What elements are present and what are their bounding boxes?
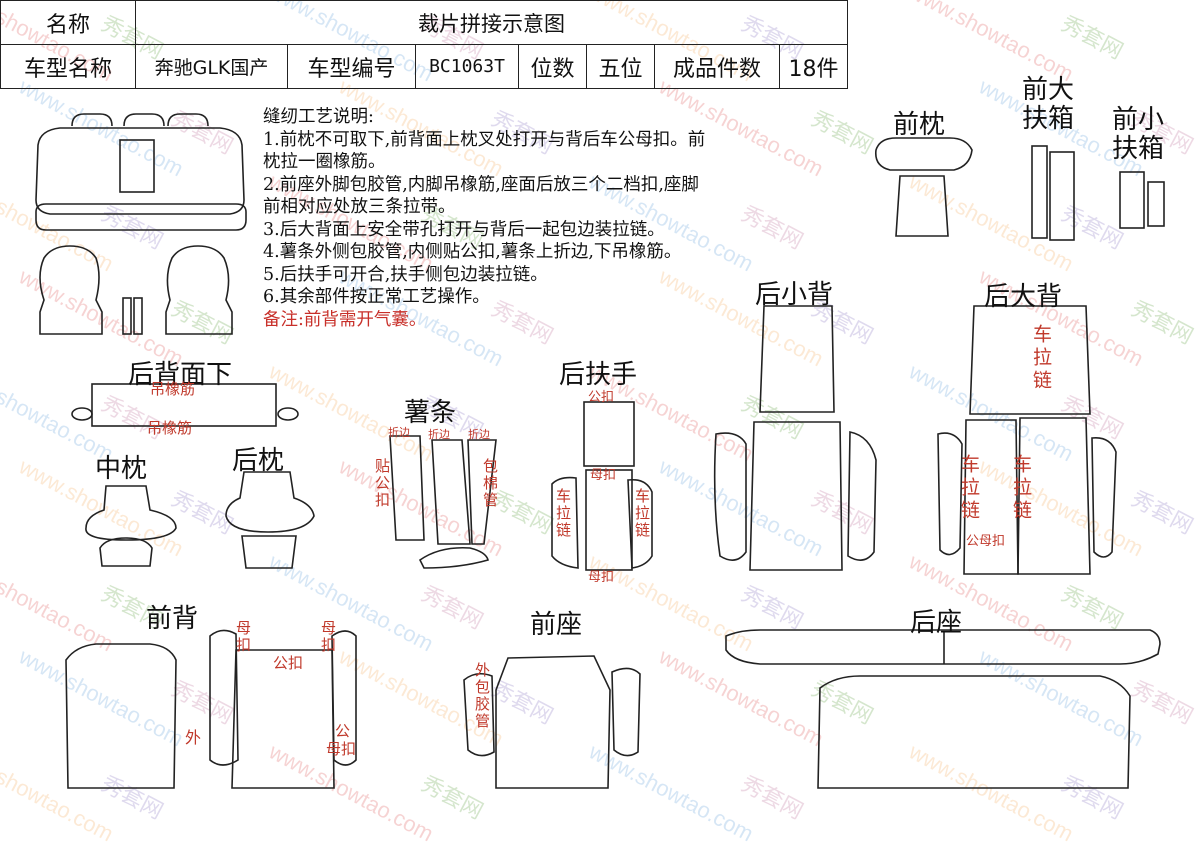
- note-elastic: 吊橡筋: [147, 419, 193, 437]
- seat-illustration: [35, 113, 247, 335]
- label-rear-seat: 后座: [910, 608, 963, 638]
- note-female-snap: 母扣: [588, 570, 615, 585]
- label-front-small-box: 前小扶箱: [1112, 105, 1165, 164]
- note-elastic: 吊橡筋: [150, 380, 196, 398]
- note-wrap-tube: 包棉管: [481, 458, 499, 509]
- note-female-snap: 母扣: [326, 740, 357, 758]
- label-front-big-box: 前大扶箱: [1022, 75, 1075, 134]
- notes-line: 2.前座外脚包胶管,内脚吊橡筋,座面后放三个二档扣,座脚: [263, 174, 699, 195]
- label-fries: 薯条: [404, 398, 457, 428]
- note-zipper: 车拉链: [554, 488, 572, 539]
- label-rear-small-back: 后小背: [755, 280, 834, 310]
- pieces-value: 18件: [779, 44, 848, 89]
- pieces-label: 成品件数: [654, 44, 780, 89]
- note-female-snap: 母扣: [590, 468, 617, 483]
- notes-line: 3.后大背面上安全带孔打开与背后一起包边装拉链。: [263, 219, 665, 240]
- label-rear-big-back: 后大背: [984, 282, 1063, 312]
- note-outer: 外: [185, 728, 202, 747]
- label-rear-back-lower: 后背面下: [128, 360, 233, 390]
- seats-label: 位数: [518, 44, 587, 89]
- sewing-notes: 缝纫工艺说明: 1.前枕不可取下,前背面上枕叉处打开与背后车公母扣。前 枕拉一圈…: [263, 106, 705, 331]
- label-middle-headrest: 中枕: [95, 454, 148, 484]
- diagram-title: 裁片拼接示意图: [135, 0, 848, 45]
- model-name: 奔驰GLK国产: [135, 44, 288, 89]
- notes-line: 6.其余部件按正常工艺操作。: [263, 287, 490, 307]
- name-label: 名称: [0, 0, 136, 45]
- header-table: 名称 裁片拼接示意图 车型名称 奔驰GLK国产 车型编号 BC1063T 位数 …: [0, 0, 848, 89]
- note-zipper: 车拉链: [958, 454, 980, 523]
- piece-front-headrest: [874, 137, 973, 171]
- notes-line: 1.前枕不可取下,前背面上枕叉处打开与背后车公母扣。前: [263, 129, 706, 150]
- note-fold: 折边: [468, 428, 490, 441]
- note-fold: 折边: [428, 428, 450, 441]
- notes-line: 5.后扶手可开合,扶手侧包边装拉链。: [263, 264, 548, 285]
- note-male-snap: 公扣: [273, 654, 304, 672]
- pattern-pieces: [35, 113, 1165, 789]
- label-rear-armrest: 后扶手: [559, 360, 638, 390]
- model-code: BC1063T: [415, 44, 519, 89]
- notes-line: 枕拉一圈橡筋。: [263, 152, 386, 172]
- label-front-seat: 前座: [530, 610, 583, 640]
- note-zipper: 车拉链: [633, 488, 651, 539]
- notes-title: 缝纫工艺说明:: [263, 107, 374, 127]
- notes-remark: 备注:前背需开气囊。: [263, 309, 427, 330]
- label-front-headrest: 前枕: [893, 110, 946, 140]
- seats-value: 五位: [586, 44, 655, 89]
- note-zipper: 车拉链: [1030, 324, 1052, 393]
- note-female-snap: 母扣: [234, 620, 252, 654]
- note-snaps: 公母扣: [966, 534, 1006, 549]
- notes-line: 4.薯条外侧包胶管,内侧贴公扣,薯条上折边,下吊橡筋。: [263, 242, 682, 262]
- model-name-label: 车型名称: [0, 44, 136, 89]
- model-code-label: 车型编号: [287, 44, 416, 89]
- note-fold: 折边: [388, 426, 410, 439]
- note-male-snap: 公扣: [588, 390, 615, 405]
- note-male-snap: 公: [335, 722, 351, 740]
- note-outer-tube: 外包胶管: [473, 662, 491, 730]
- label-front-back: 前背: [146, 604, 199, 634]
- note-zipper: 车拉链: [1010, 454, 1032, 523]
- notes-line: 前相对应处放三条拉带。: [263, 197, 456, 217]
- note-stick-male: 贴公扣: [373, 458, 391, 509]
- label-rear-headrest: 后枕: [232, 446, 285, 476]
- note-female-snap: 母扣: [319, 620, 337, 654]
